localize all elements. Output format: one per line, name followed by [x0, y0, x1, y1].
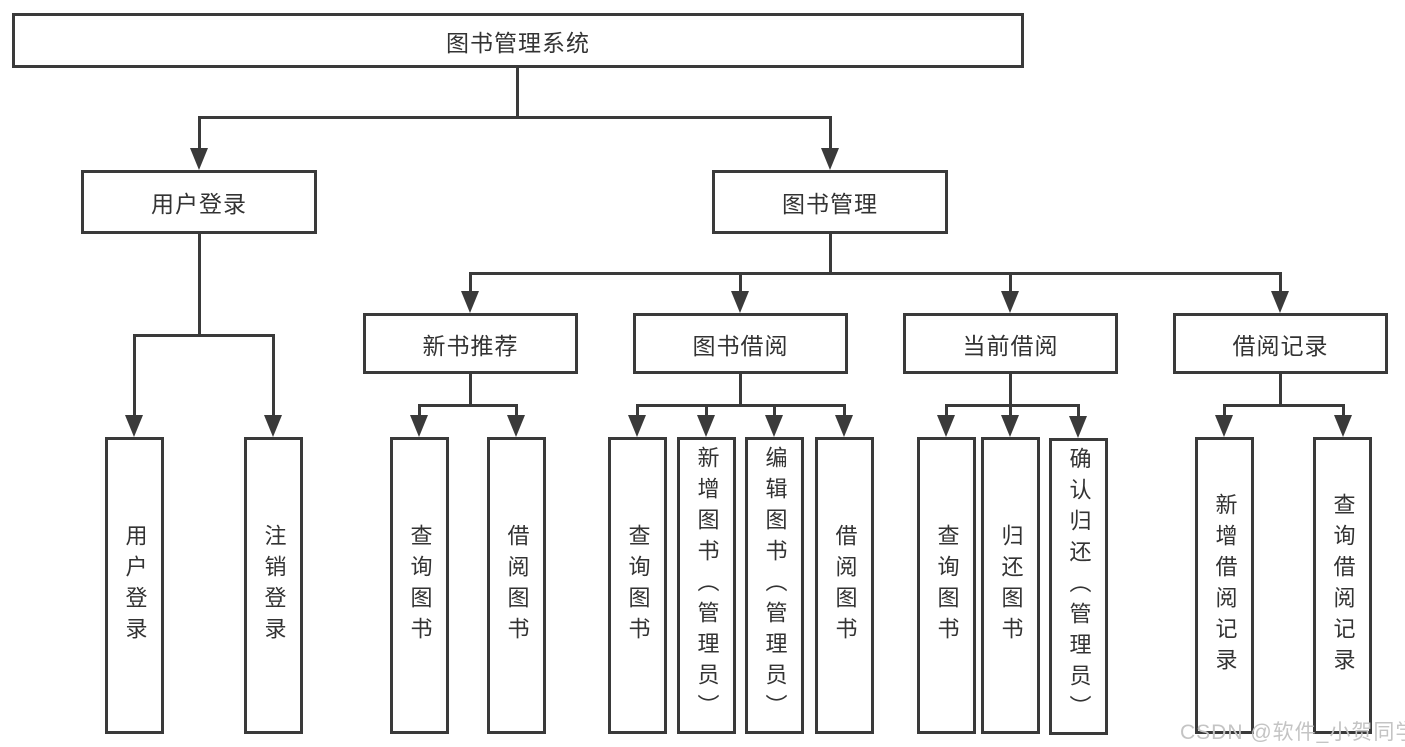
leaf-nb-query-books: 查询图书	[390, 437, 449, 734]
leaf-bw-edit-books-admin-label: 编辑图书（管理员）	[762, 446, 788, 725]
connector-bookmgmt-drop-4	[1279, 272, 1282, 293]
leaf-rec-query-record-label: 查询借阅记录	[1330, 492, 1356, 679]
leaf-logout-label: 注销登录	[261, 523, 287, 648]
node-root-label: 图书管理系统	[446, 29, 590, 56]
leaf-rec-query-record: 查询借阅记录	[1313, 437, 1372, 734]
leaf-cur-return-books-label: 归还图书	[998, 523, 1024, 648]
arrowhead-nb-borrow	[507, 415, 525, 437]
arrowhead-nb-query	[410, 415, 428, 437]
arrowhead-current-borrow	[1001, 291, 1019, 313]
connector-nb-hline	[418, 404, 518, 407]
connector-root-stem	[516, 68, 519, 118]
leaf-nb-borrow-books: 借阅图书	[487, 437, 546, 734]
connector-cur-drop-2	[1009, 404, 1012, 417]
connector-bookmgmt-drop-2	[739, 272, 742, 293]
connector-rec-hline	[1223, 404, 1345, 407]
leaf-cur-return-books: 归还图书	[981, 437, 1040, 734]
leaf-nb-borrow-books-label: 借阅图书	[504, 523, 530, 648]
leaf-user-login-label: 用户登录	[122, 523, 148, 648]
arrowhead-bw-borrow	[835, 415, 853, 437]
connector-root-hline	[198, 116, 832, 119]
arrowhead-leaf-user-login	[125, 415, 143, 437]
node-current-borrow-label: 当前借阅	[962, 332, 1059, 359]
arrowhead-new-book-recommend	[461, 291, 479, 313]
leaf-bw-borrow-books-label: 借阅图书	[832, 523, 858, 648]
leaf-bw-edit-books-admin: 编辑图书（管理员）	[745, 437, 804, 734]
connector-nb-drop-right	[515, 404, 518, 417]
leaf-cur-query-books: 查询图书	[917, 437, 976, 734]
leaf-cur-confirm-return-admin: 确认归还（管理员）	[1049, 438, 1108, 735]
connector-bw-drop-2	[705, 404, 708, 417]
arrowhead-borrow-records	[1271, 291, 1289, 313]
csdn-watermark: CSDN @软件_小贺同学	[1180, 721, 1405, 744]
leaf-bw-borrow-books: 借阅图书	[815, 437, 874, 734]
connector-bw-stem	[739, 374, 742, 406]
connector-nb-drop-left	[418, 404, 421, 417]
node-borrow-records: 借阅记录	[1173, 313, 1388, 374]
arrowhead-bw-edit	[765, 415, 783, 437]
leaf-nb-query-books-label: 查询图书	[407, 523, 433, 648]
leaf-bw-query-books-label: 查询图书	[625, 523, 651, 648]
connector-userlogin-drop-left	[133, 334, 136, 417]
connector-bookmgmt-drop-3	[1009, 272, 1012, 293]
connector-cur-hline	[945, 404, 1080, 407]
node-book-management: 图书管理	[712, 170, 948, 234]
arrowhead-cur-query	[937, 415, 955, 437]
arrowhead-book-management	[821, 148, 839, 170]
arrowhead-user-login	[190, 148, 208, 170]
leaf-cur-confirm-return-admin-label: 确认归还（管理员）	[1066, 447, 1092, 726]
connector-userlogin-stem	[198, 234, 201, 336]
arrowhead-rec-query	[1334, 415, 1352, 437]
connector-cur-drop-3	[1077, 404, 1080, 418]
connector-bw-drop-4	[843, 404, 846, 417]
node-book-borrow: 图书借阅	[633, 313, 848, 374]
node-new-book-recommend: 新书推荐	[363, 313, 578, 374]
connector-cur-stem	[1009, 374, 1012, 406]
node-root: 图书管理系统	[12, 13, 1024, 68]
arrowhead-rec-add	[1215, 415, 1233, 437]
node-current-borrow: 当前借阅	[903, 313, 1118, 374]
node-book-management-label: 图书管理	[782, 191, 878, 217]
connector-bw-drop-3	[773, 404, 776, 417]
connector-nb-stem	[469, 374, 472, 406]
connector-userlogin-drop-right	[272, 334, 275, 417]
node-user-login-label: 用户登录	[151, 191, 247, 217]
connector-root-drop-right	[829, 116, 832, 152]
node-new-book-recommend-label: 新书推荐	[422, 332, 519, 359]
connector-bw-hline	[636, 404, 846, 407]
connector-rec-drop-right	[1342, 404, 1345, 417]
connector-rec-drop-left	[1223, 404, 1226, 417]
arrowhead-bw-query	[628, 415, 646, 437]
leaf-logout: 注销登录	[244, 437, 303, 734]
leaf-rec-add-record-label: 新增借阅记录	[1212, 492, 1238, 679]
connector-bw-drop-1	[636, 404, 639, 417]
leaf-user-login: 用户登录	[105, 437, 164, 734]
connector-userlogin-hline	[133, 334, 275, 337]
leaf-bw-query-books: 查询图书	[608, 437, 667, 734]
node-book-borrow-label: 图书借阅	[692, 332, 789, 359]
arrowhead-leaf-logout	[264, 415, 282, 437]
arrowhead-cur-confirm	[1069, 416, 1087, 438]
node-user-login: 用户登录	[81, 170, 317, 234]
connector-bookmgmt-hline	[469, 272, 1282, 275]
connector-rec-stem	[1279, 374, 1282, 406]
connector-bookmgmt-drop-1	[469, 272, 472, 293]
leaf-rec-add-record: 新增借阅记录	[1195, 437, 1254, 734]
leaf-bw-add-books-admin-label: 新增图书（管理员）	[694, 446, 720, 725]
connector-cur-drop-1	[945, 404, 948, 417]
leaf-cur-query-books-label: 查询图书	[934, 523, 960, 648]
leaf-bw-add-books-admin: 新增图书（管理员）	[677, 437, 736, 734]
arrowhead-book-borrow	[731, 291, 749, 313]
connector-bookmgmt-stem	[829, 234, 832, 275]
node-borrow-records-label: 借阅记录	[1232, 332, 1329, 359]
arrowhead-cur-return	[1001, 415, 1019, 437]
connector-root-drop-left	[198, 116, 201, 152]
arrowhead-bw-add	[697, 415, 715, 437]
